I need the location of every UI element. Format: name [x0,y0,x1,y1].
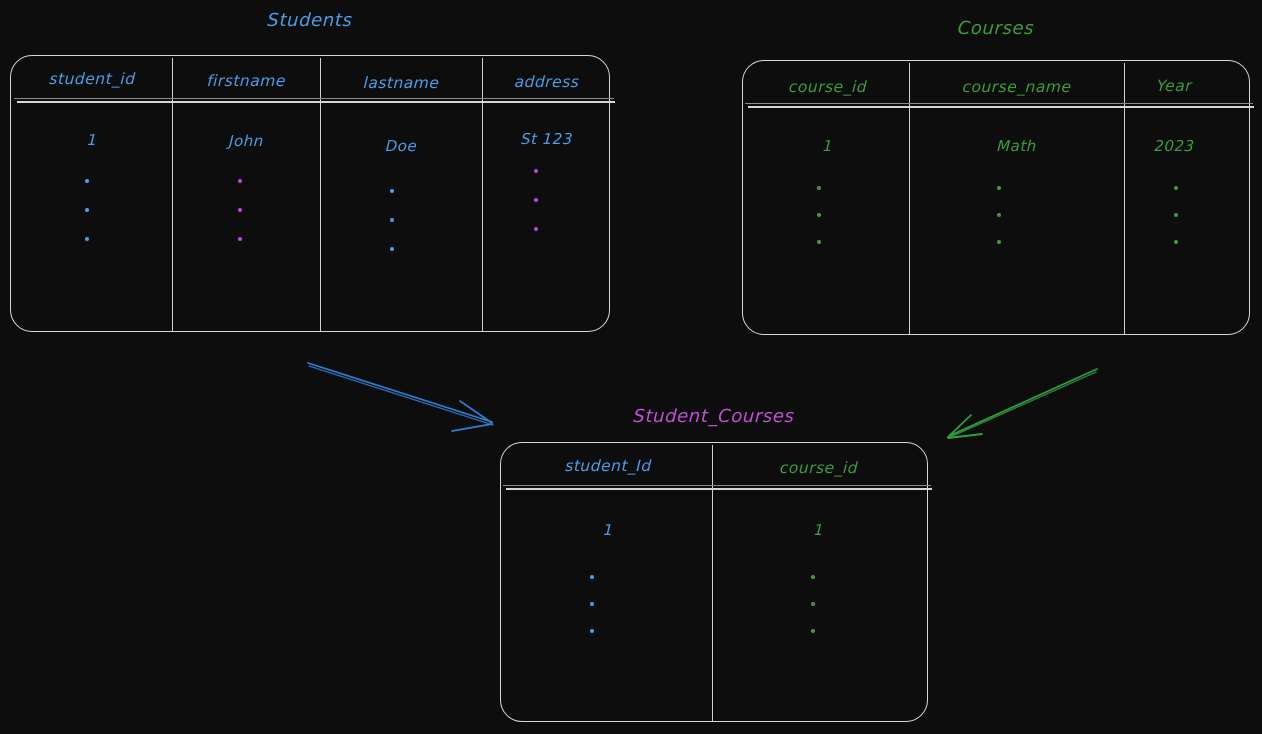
courses-value-course_name: Math [996,137,1038,155]
students-ellipsis-lastname [386,189,398,251]
student-courses-value-course_id: 1 [813,521,825,539]
student-courses-header-underline [506,488,932,490]
courses-value-course_id: 1 [822,137,834,155]
courses-ellipsis-course_id [813,186,825,244]
students-value-student_id: 1 [86,131,98,149]
student-courses-ellipsis-course_id [807,575,819,633]
students-header-firstname: firstname [206,72,287,90]
courses-header-underline [748,106,1254,108]
courses-value-year: 2023 [1153,137,1196,155]
students-header-lastname: lastname [363,74,440,92]
students-table: student_id firstname lastname address 1 … [10,55,615,332]
students-col-divider-1 [172,58,174,331]
students-header-address: address [514,73,580,91]
courses-header-underline-shadow [745,103,1253,105]
courses-header-course_name: course_name [962,78,1072,96]
students-header-student_id: student_id [48,70,137,88]
arrow-courses-to-student-courses [947,368,1098,439]
student-courses-value-student_id: 1 [602,521,614,539]
courses-ellipsis-course_name [993,186,1005,244]
courses-table-title: Courses [957,18,1035,39]
students-col-divider-3 [482,58,484,331]
students-table-title: Students [266,10,354,31]
students-ellipsis-student_id [81,179,93,241]
arrow-students-to-student-courses [307,362,494,432]
student-courses-col-divider-1 [712,445,714,721]
students-value-lastname: Doe [385,137,418,155]
courses-col-divider-1 [909,63,911,334]
students-value-address: St 123 [520,130,574,148]
students-col-divider-2 [320,58,322,331]
courses-table: course_id course_name Year 1 Math 2023 [742,60,1254,335]
student-courses-table-title: Student_Courses [632,406,796,427]
courses-col-divider-2 [1124,63,1126,334]
students-header-underline-shadow [14,98,614,100]
student-courses-ellipsis-student_id [586,575,598,633]
students-header-underline [17,101,615,103]
students-ellipsis-firstname [234,179,246,241]
student-courses-header-course_id: course_id [779,459,859,477]
students-ellipsis-address [530,169,542,231]
students-value-firstname: John [228,132,265,150]
courses-ellipsis-year [1170,186,1182,244]
courses-header-year: Year [1156,77,1193,95]
student-courses-header-underline-shadow [503,485,931,487]
courses-header-course_id: course_id [788,78,868,96]
student-courses-table: student_Id course_id 1 1 [500,442,932,722]
student-courses-header-student_id: student_Id [564,457,653,475]
